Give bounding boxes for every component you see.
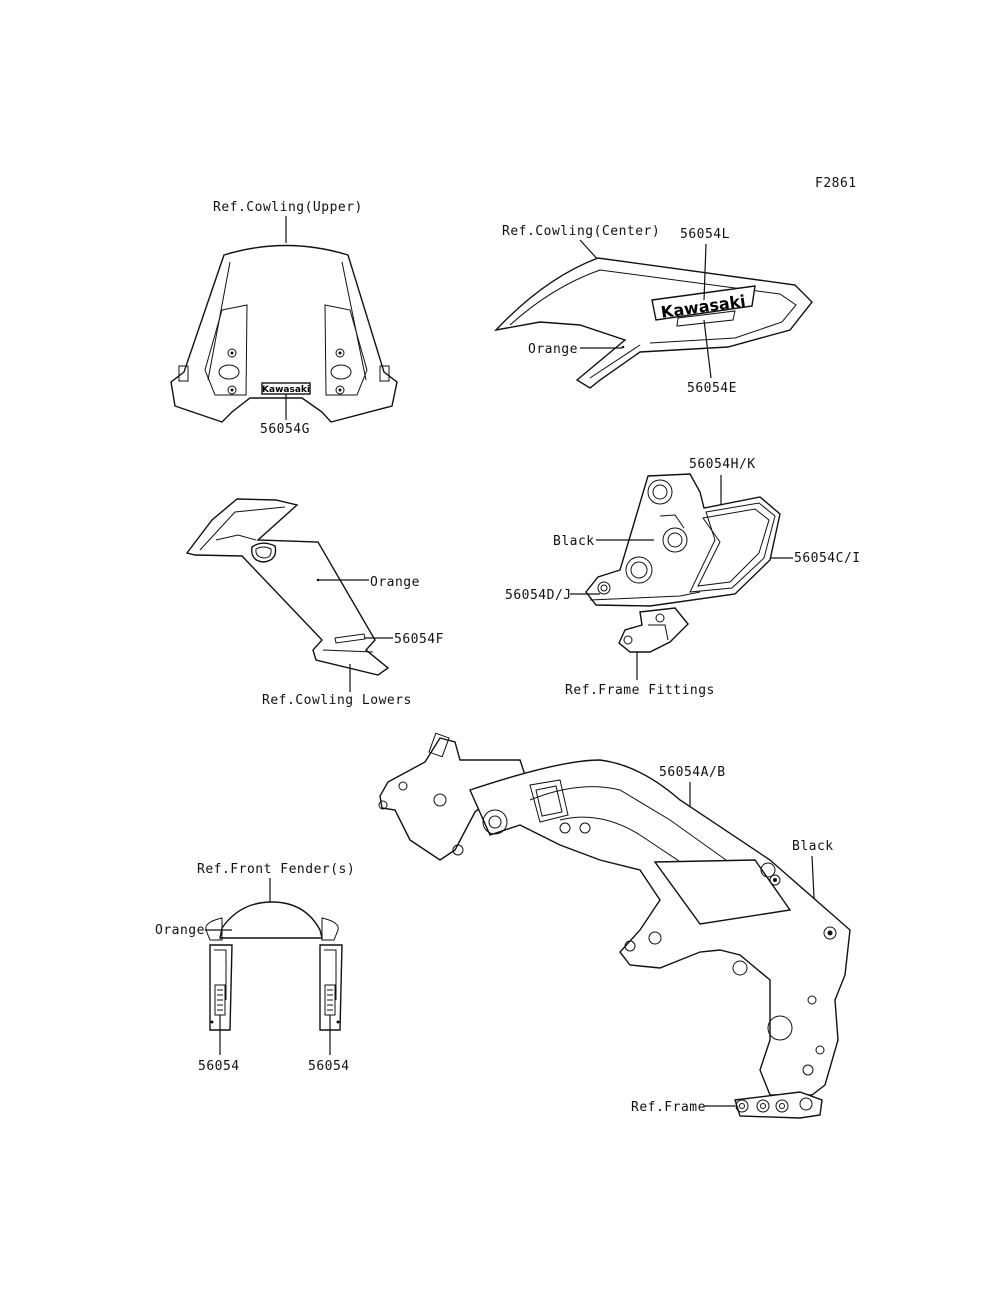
cowling-center-part-top-label: 56054L bbox=[680, 227, 730, 242]
frame-ref-label: Ref.Frame bbox=[631, 1100, 706, 1115]
figure-id: F2861 bbox=[815, 176, 857, 191]
front-fender-part-right-label: 56054 bbox=[308, 1059, 350, 1074]
cowling-lowers-part-label: 56054F bbox=[394, 632, 444, 647]
frame-color-label: Black bbox=[792, 839, 834, 854]
cowling-upper-ref-label: Ref.Cowling(Upper) bbox=[213, 200, 363, 215]
frame-fittings-part-top-label: 56054H/K bbox=[689, 457, 756, 472]
cowling-upper-shape bbox=[170, 244, 398, 423]
frame-part-label: 56054A/B bbox=[659, 765, 726, 780]
cowling-center-ref-label: Ref.Cowling(Center) bbox=[502, 224, 660, 239]
cowling-lowers-color-label: Orange bbox=[370, 575, 420, 590]
frame-group: 56054A/B Black bbox=[378, 732, 851, 1119]
frame-fittings-part-right-label: 56054C/I bbox=[794, 551, 861, 566]
cowling-lowers-ref-label: Ref.Cowling Lowers bbox=[262, 693, 412, 708]
front-fender-part-left-label: 56054 bbox=[198, 1059, 240, 1074]
frame-fittings-bracket bbox=[618, 607, 689, 653]
frame-pivot-plate bbox=[734, 1091, 823, 1119]
cowling-center-group: Ref.Cowling(Center) 56054L Kawasaki 5605… bbox=[494, 224, 813, 396]
cowling-upper-group: Ref.Cowling(Upper) Kawasaki 56054G bbox=[170, 200, 398, 437]
cowling-upper-part-label: 56054G bbox=[260, 422, 310, 437]
front-fender-ref-label: Ref.Front Fender(s) bbox=[197, 862, 355, 877]
cowling-lowers-shape bbox=[185, 498, 390, 676]
frame-fittings-part-left-label: 56054D/J bbox=[505, 588, 572, 603]
front-fender-color-label: Orange bbox=[155, 923, 205, 938]
front-fender-shape bbox=[219, 901, 323, 939]
front-fender-group: Ref.Front Fender(s) Orange 56054 56054 bbox=[155, 862, 355, 1074]
frame-fittings-group: 56054H/K Black 56054C/I 56054D/J Ref.Fra… bbox=[505, 457, 861, 698]
frame-decal-area bbox=[653, 859, 792, 925]
frame-main-spar bbox=[469, 759, 851, 1096]
front-fender-left-leg bbox=[209, 944, 233, 1031]
frame-fittings-shape bbox=[585, 473, 781, 607]
cowling-upper-logo: Kawasaki bbox=[262, 385, 310, 395]
frame-fittings-color-label: Black bbox=[553, 534, 595, 549]
cowling-center-color-label: Orange bbox=[528, 342, 578, 357]
cowling-center-part-bottom-label: 56054E bbox=[687, 381, 737, 396]
frame-fittings-ref-label: Ref.Frame Fittings bbox=[565, 683, 715, 698]
front-fender-right-leg bbox=[319, 944, 343, 1031]
cowling-lowers-group: Orange 56054F Ref.Cowling Lowers bbox=[185, 498, 444, 708]
